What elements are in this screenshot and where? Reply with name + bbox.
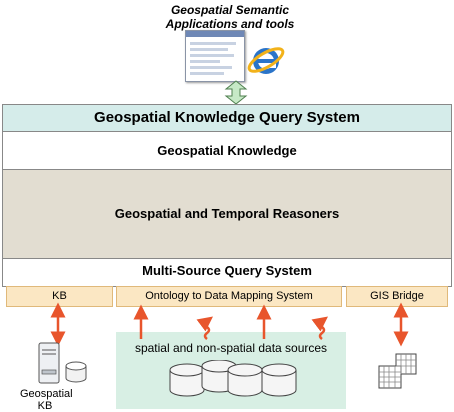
browser-e-icon	[247, 47, 285, 74]
ontology-mapping-component: Ontology to Data Mapping System	[116, 286, 342, 307]
geospatial-kb-label: Geospatial KB	[20, 388, 73, 412]
multi-source-query-layer: Multi-Source Query System	[3, 259, 451, 286]
application-window-icon	[185, 30, 245, 82]
geospatial-knowledge-layer: Geospatial Knowledge	[3, 132, 451, 170]
applications-title-line2: Applications and tools	[165, 17, 295, 31]
source-arrow-2	[196, 316, 213, 340]
database-cylinders-icon	[169, 360, 297, 397]
query-system-title: Geospatial Knowledge Query System	[3, 105, 451, 132]
applications-title-line1: Geospatial Semantic	[170, 3, 290, 17]
query-system-stack: Geospatial Knowledge Query System Geospa…	[2, 104, 452, 287]
data-sources-label: spatial and non-spatial data sources	[134, 341, 328, 355]
server-icon	[38, 342, 87, 384]
geospatial-kb-label-line2: KB	[37, 400, 53, 412]
applications-title: Geospatial Semantic Applications and too…	[150, 3, 310, 31]
reasoners-layer: Geospatial and Temporal Reasoners	[3, 170, 451, 259]
source-arrow-4	[311, 316, 328, 340]
geospatial-kb-label-line1: Geospatial	[20, 388, 73, 400]
gis-documents-icon	[378, 353, 417, 389]
